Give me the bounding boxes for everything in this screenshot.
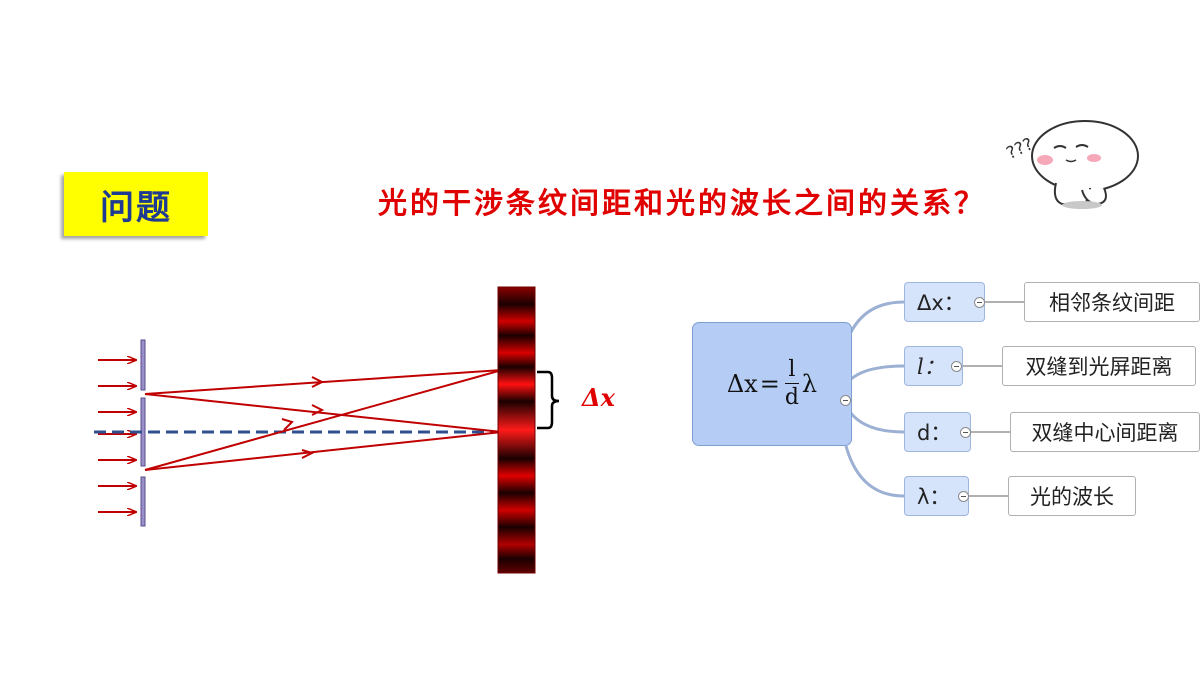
formula-lhs: Δx bbox=[726, 370, 758, 398]
branch-definition-l[interactable]: 双缝到光屏距离 bbox=[1002, 346, 1196, 386]
question-label-text: 问题 bbox=[100, 187, 172, 228]
branch-symbol-label: Δx： bbox=[917, 291, 965, 315]
formula-denominator: d bbox=[784, 385, 799, 410]
fringe-spacing-formula: Δx = l d λ bbox=[693, 323, 851, 445]
delta-x-label: Δx bbox=[582, 383, 615, 412]
branch-symbol-label: l： bbox=[917, 355, 945, 379]
collapse-toggle-l[interactable] bbox=[951, 361, 962, 372]
collapse-toggle-d[interactable] bbox=[960, 427, 971, 438]
branch-definition-label: 光的波长 bbox=[1030, 485, 1114, 509]
question-label: 问题 bbox=[64, 172, 208, 236]
branch-definition-label: 双缝中心间距离 bbox=[1031, 421, 1179, 445]
branch-symbol-label: λ： bbox=[917, 485, 951, 509]
collapse-toggle-lambda[interactable] bbox=[958, 491, 969, 502]
question-text: 光的干涉条纹间距和光的波长之间的关系？ bbox=[378, 186, 987, 220]
branch-definition-d[interactable]: 双缝中心间距离 bbox=[1010, 412, 1200, 452]
collapse-toggle-delta-x[interactable] bbox=[974, 297, 985, 308]
branch-definition-lambda[interactable]: 光的波长 bbox=[1008, 476, 1136, 516]
branch-definition-label: 相邻条纹间距 bbox=[1049, 291, 1175, 315]
fringe-screen bbox=[497, 286, 536, 574]
formula-fraction: l d bbox=[784, 357, 799, 410]
formula-lambda: λ bbox=[801, 370, 818, 398]
formula-equals: = bbox=[759, 370, 780, 398]
branch-symbol-d[interactable]: d： bbox=[904, 412, 971, 452]
branch-definition-delta-x[interactable]: 相邻条纹间距 bbox=[1024, 282, 1200, 322]
incident-light-arrows bbox=[98, 360, 136, 512]
branch-symbol-label: d： bbox=[917, 421, 952, 445]
formula-numerator: l bbox=[788, 357, 796, 382]
formula-node[interactable]: Δx = l d λ bbox=[692, 322, 852, 446]
delta-x-brace bbox=[537, 370, 560, 430]
collapse-toggle-root[interactable] bbox=[840, 395, 851, 406]
branch-definition-label: 双缝到光屏距离 bbox=[1025, 355, 1173, 379]
ray-direction-arrows bbox=[281, 376, 325, 459]
branch-symbol-delta-x[interactable]: Δx： bbox=[904, 282, 985, 322]
